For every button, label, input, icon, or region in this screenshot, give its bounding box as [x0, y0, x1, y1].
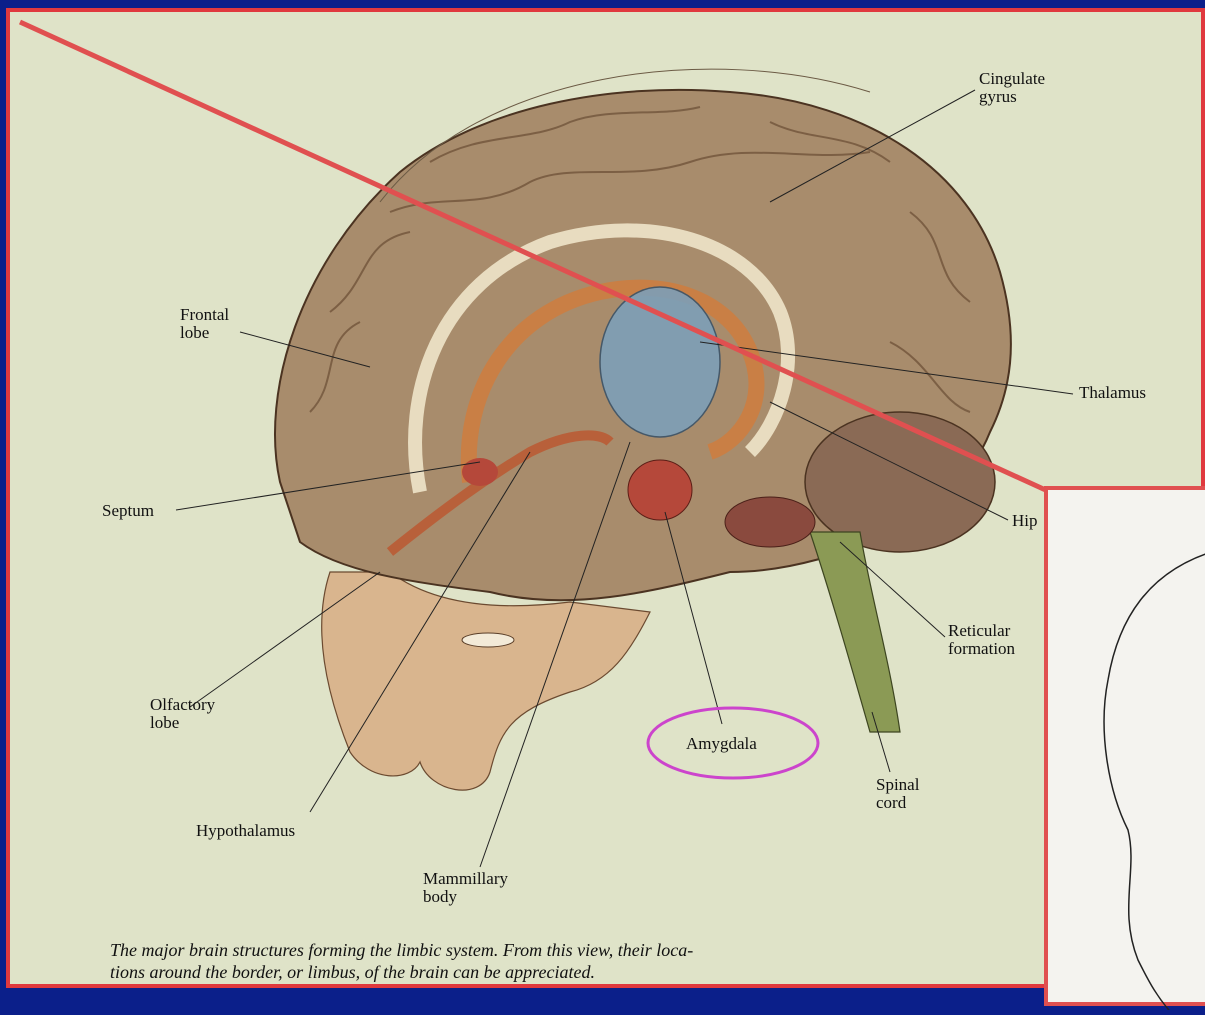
label-spinal-2: cord: [876, 793, 907, 812]
label-olfactory-2: lobe: [150, 713, 179, 732]
label-frontal-2: lobe: [180, 323, 209, 342]
inset-outline-drawing: [1048, 490, 1205, 1010]
label-mammillary-2: body: [423, 887, 458, 906]
label-cingulate-1: Cingulate: [979, 69, 1045, 88]
label-mammillary-1: Mammillary: [423, 869, 508, 888]
label-septum: Septum: [102, 501, 154, 520]
caption-line-1: The major brain structures forming the l…: [110, 940, 693, 960]
eye-shape: [462, 633, 514, 647]
label-reticular-1: Reticular: [948, 621, 1011, 640]
spinal-cord-shape: [810, 532, 900, 732]
label-amygdala: Amygdala: [686, 734, 757, 753]
label-hippocampus: Hip: [1012, 511, 1038, 530]
limbic-system-illustration: Cingulate gyrus Frontal lobe Thalamus Se…: [10, 12, 1205, 988]
label-cingulate-2: gyrus: [979, 87, 1017, 106]
hippocampus-shape: [725, 497, 815, 547]
amygdala-shape: [628, 460, 692, 520]
label-thalamus: Thalamus: [1079, 383, 1146, 402]
label-hypothalamus: Hypothalamus: [196, 821, 295, 840]
label-spinal-1: Spinal: [876, 775, 920, 794]
label-olfactory-1: Olfactory: [150, 695, 216, 714]
face-silhouette: [322, 572, 650, 790]
label-reticular-2: formation: [948, 639, 1016, 658]
inset-panel: [1044, 486, 1205, 1006]
inset-brain-contour: [1104, 550, 1205, 1010]
illustration-frame: Cingulate gyrus Frontal lobe Thalamus Se…: [6, 8, 1205, 988]
caption-line-2: tions around the border, or limbus, of t…: [110, 962, 595, 982]
thalamus-shape: [600, 287, 720, 437]
label-frontal-1: Frontal: [180, 305, 229, 324]
